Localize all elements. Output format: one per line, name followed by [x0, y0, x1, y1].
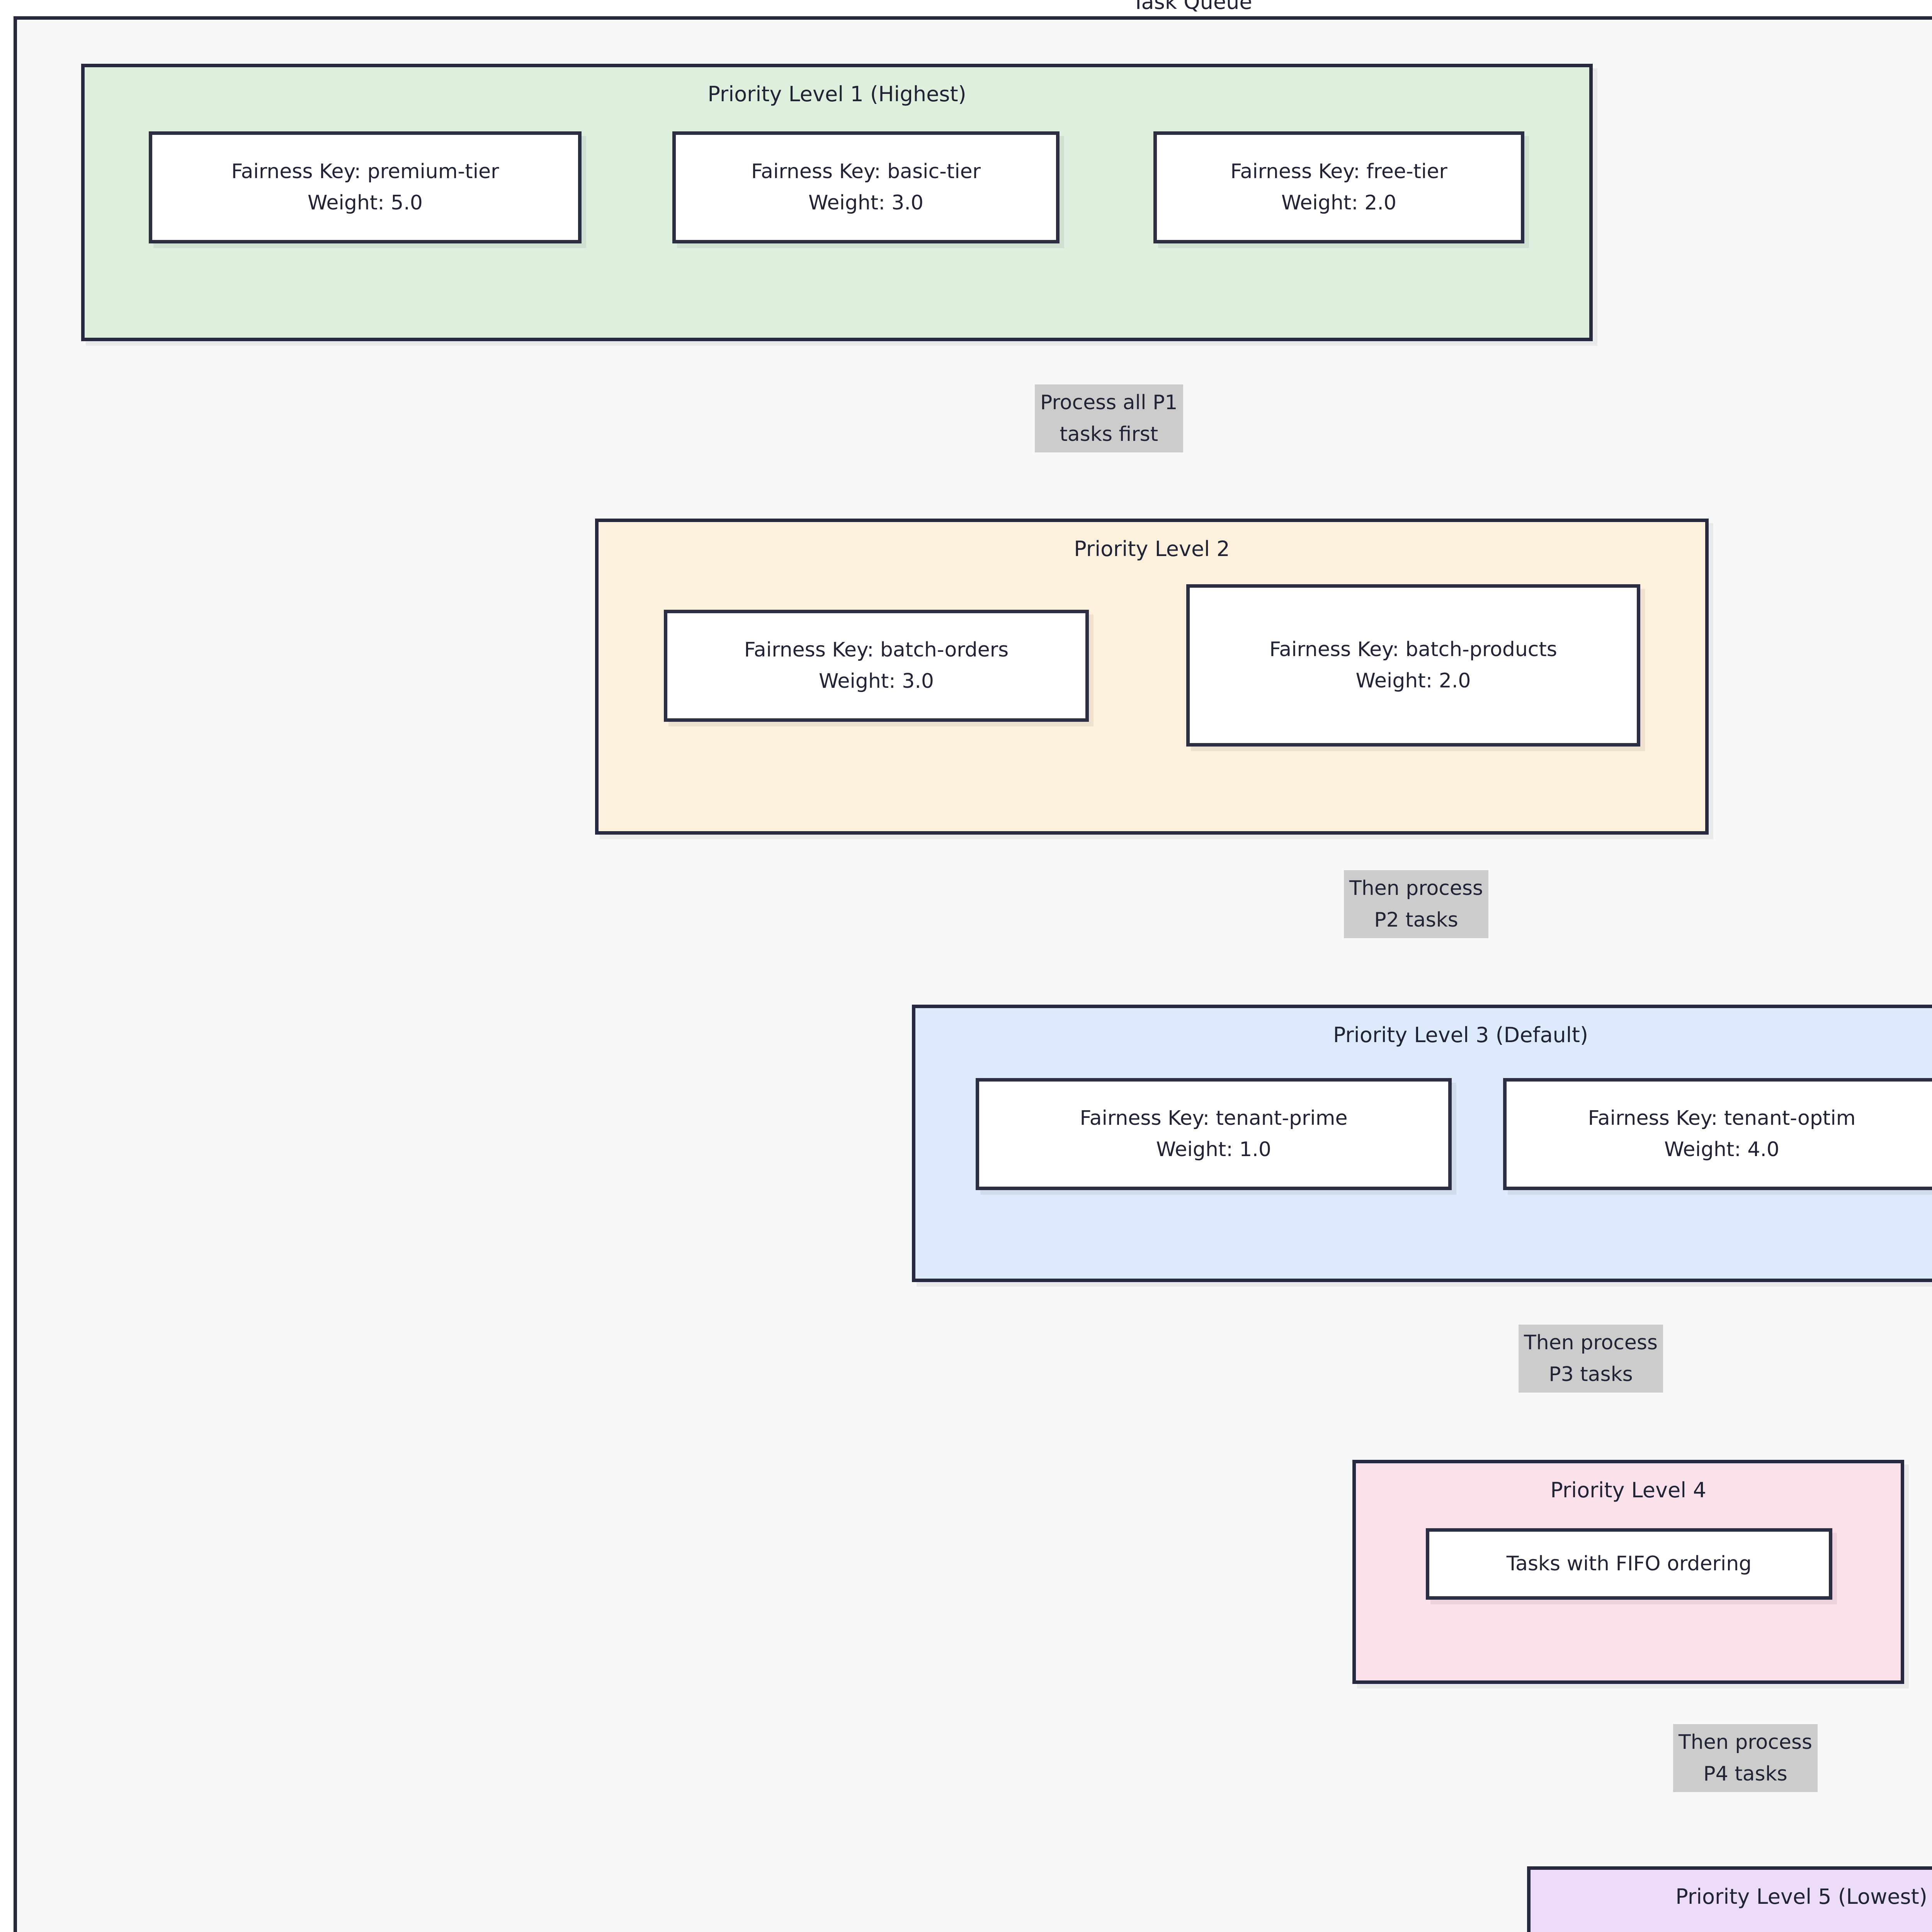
fairness-key-label: Fairness Key: premium-tier — [231, 160, 499, 184]
weight-label: Weight: 3.0 — [808, 191, 923, 214]
fairness-key-label: Fairness Key: basic-tier — [751, 160, 981, 184]
node-fairness-key-batch-orders[interactable]: Fairness Key: batch-orders Weight: 3.0 — [664, 610, 1089, 722]
edge-label-line-1: Process all P1 — [1040, 391, 1178, 414]
node-fairness-key-tenant-optim[interactable]: Fairness Key: tenant-optim Weight: 4.0 — [1503, 1078, 1932, 1190]
node-fairness-key-free-tier[interactable]: Fairness Key: free-tier Weight: 2.0 — [1153, 131, 1524, 243]
weight-label: Weight: 4.0 — [1664, 1138, 1779, 1161]
edge-label-line-2: tasks first — [1060, 423, 1158, 446]
edge-label-line-2: P2 tasks — [1374, 908, 1458, 932]
priority-level-3-title: Priority Level 3 (Default) — [1333, 1023, 1588, 1047]
fairness-key-label: Fairness Key: batch-orders — [744, 638, 1009, 662]
priority-level-2-title: Priority Level 2 — [1074, 537, 1230, 561]
node-p4-fifo-tasks[interactable]: Tasks with FIFO ordering — [1426, 1528, 1832, 1600]
edge-label-line-2: P3 tasks — [1549, 1363, 1633, 1386]
fairness-key-label: Fairness Key: tenant-optim — [1588, 1107, 1856, 1130]
cluster-priority-level-5: Priority Level 5 (Lowest) — [1527, 1866, 1932, 1932]
edge-label-line-1: Then process — [1679, 1731, 1813, 1754]
node-fairness-key-tenant-prime[interactable]: Fairness Key: tenant-prime Weight: 1.0 — [976, 1078, 1452, 1190]
weight-label: Weight: 1.0 — [1156, 1138, 1271, 1161]
node-fairness-key-batch-products[interactable]: Fairness Key: batch-products Weight: 2.0 — [1186, 584, 1640, 747]
edge-label-line-1: Then process — [1349, 877, 1483, 900]
node-fairness-key-premium-tier[interactable]: Fairness Key: premium-tier Weight: 5.0 — [149, 131, 582, 243]
weight-label: Weight: 2.0 — [1281, 191, 1396, 214]
weight-label: Weight: 3.0 — [819, 670, 934, 693]
fairness-key-label: Fairness Key: tenant-prime — [1080, 1107, 1348, 1130]
edge-label-p4-to-p5: Then process P4 tasks — [1673, 1724, 1818, 1793]
weight-label: Weight: 5.0 — [308, 191, 423, 214]
priority-level-4-title: Priority Level 4 — [1550, 1478, 1706, 1502]
fairness-key-label: Fairness Key: free-tier — [1230, 160, 1447, 184]
edge-label-p2-to-p3: Then process P2 tasks — [1344, 870, 1489, 939]
fairness-key-label: Fairness Key: batch-products — [1269, 638, 1557, 662]
weight-label: Weight: 2.0 — [1355, 669, 1471, 692]
fifo-label: Tasks with FIFO ordering — [1506, 1552, 1752, 1576]
node-fairness-key-basic-tier[interactable]: Fairness Key: basic-tier Weight: 3.0 — [672, 131, 1060, 243]
task-queue-title: Task Queue — [1132, 0, 1252, 14]
edge-label-line-2: P4 tasks — [1703, 1762, 1787, 1786]
priority-level-1-title: Priority Level 1 (Highest) — [707, 82, 966, 106]
priority-level-5-title: Priority Level 5 (Lowest) — [1675, 1884, 1927, 1909]
edge-label-p1-to-p2: Process all P1 tasks first — [1035, 384, 1183, 453]
edge-label-line-1: Then process — [1524, 1331, 1658, 1354]
edge-label-p3-to-p4: Then process P3 tasks — [1519, 1325, 1663, 1393]
